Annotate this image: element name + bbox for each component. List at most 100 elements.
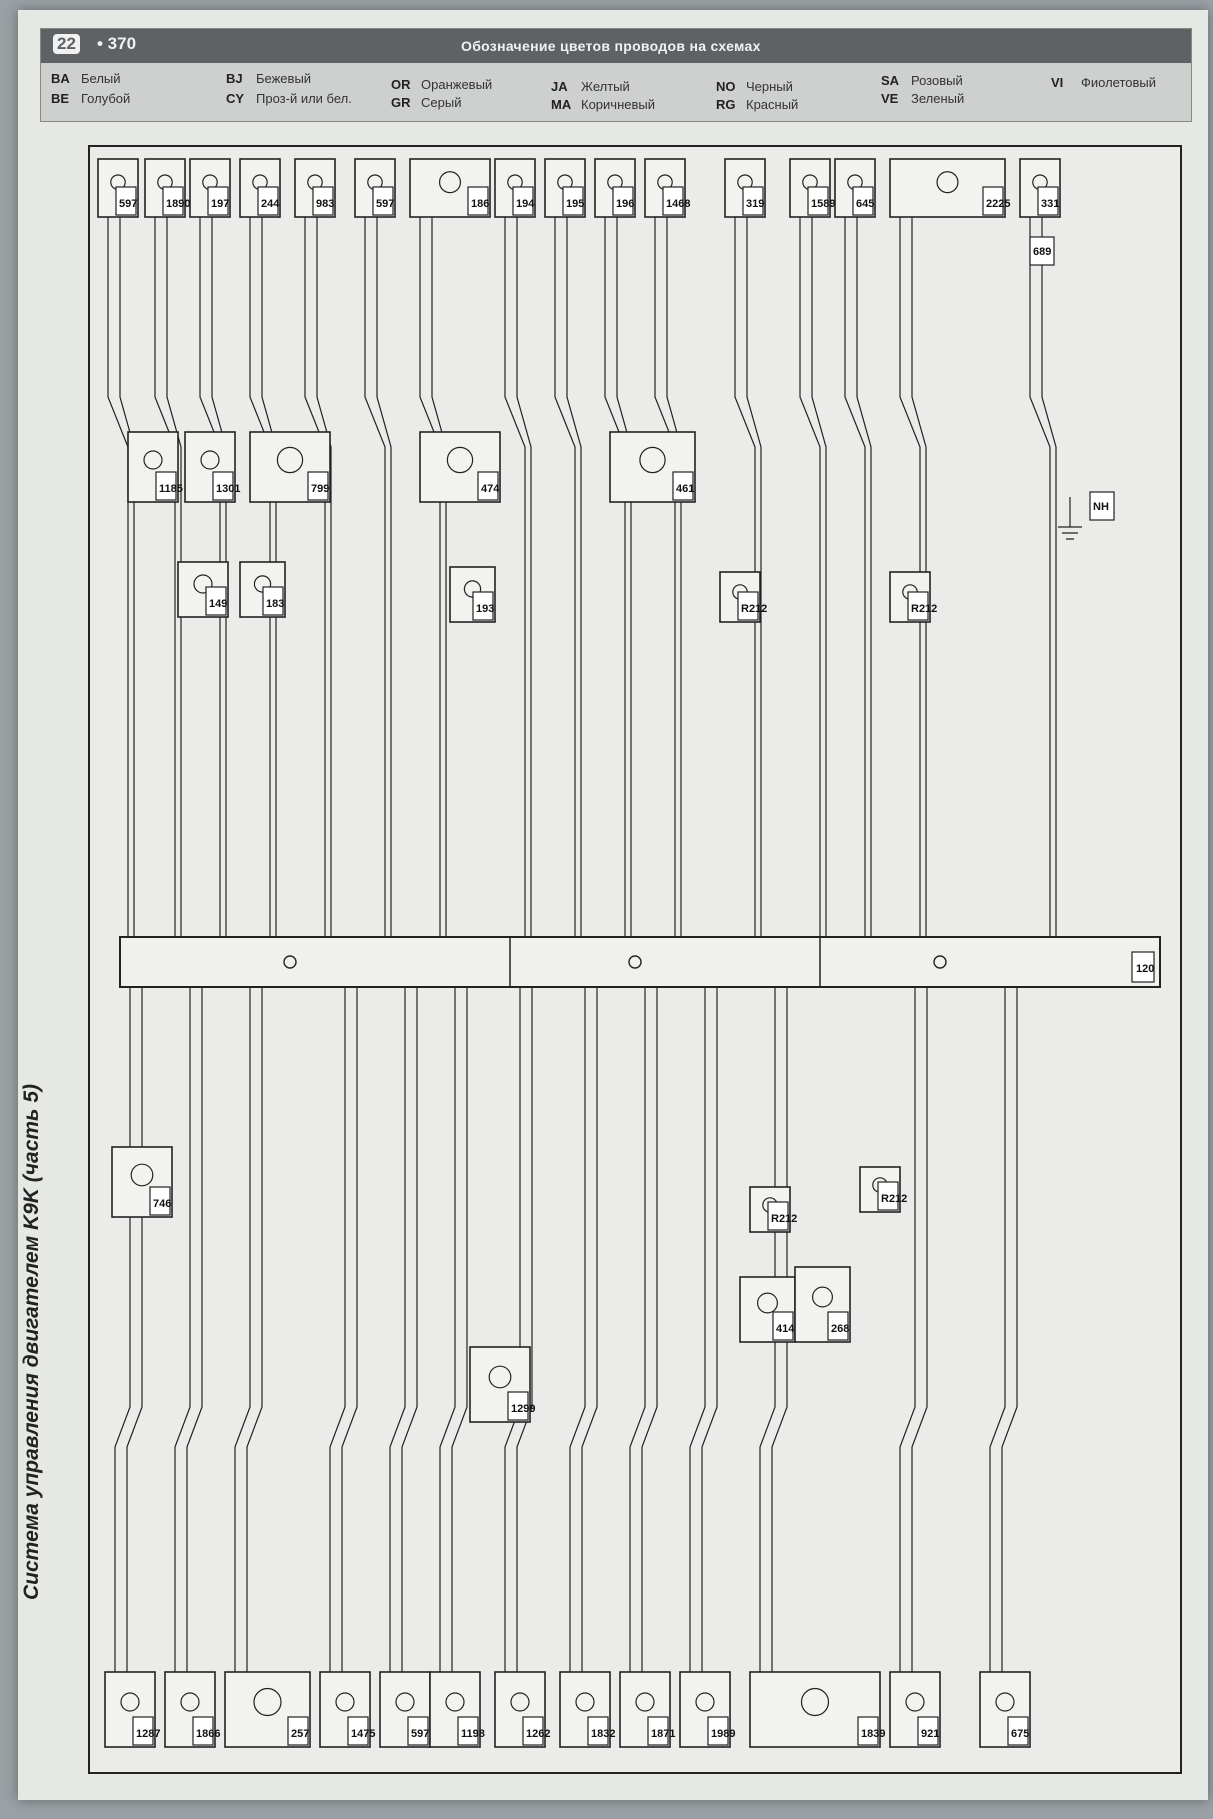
top-component: 244 bbox=[239, 158, 281, 218]
component-label: 983 bbox=[316, 198, 334, 210]
bottom-component: 1871 bbox=[619, 1671, 675, 1748]
wire bbox=[616, 217, 632, 937]
component-label: 186 bbox=[471, 198, 489, 210]
misc-label: 689 bbox=[1029, 236, 1055, 266]
component-label: 1287 bbox=[136, 1728, 160, 1740]
wire bbox=[341, 987, 358, 1672]
mid-component: 183 bbox=[239, 561, 286, 618]
bottom-component: 1989 bbox=[679, 1671, 735, 1748]
wire bbox=[211, 217, 227, 937]
component-label: 675 bbox=[1011, 1728, 1029, 1740]
component-label: 746 bbox=[153, 1198, 171, 1210]
relay-component: 1301 bbox=[184, 431, 240, 503]
component-label: 1198 bbox=[461, 1728, 485, 1740]
wire bbox=[689, 987, 706, 1672]
top-component: 319 bbox=[724, 158, 766, 218]
mid-component: R212 bbox=[889, 571, 937, 623]
top-component: 1468 bbox=[644, 158, 690, 218]
page-side-title: Система управления двигателем K9K (часть… bbox=[20, 1083, 43, 1600]
bottom-component: 1832 bbox=[559, 1671, 615, 1748]
wire bbox=[451, 987, 468, 1672]
bottom-component: 257 bbox=[224, 1671, 311, 1748]
wire bbox=[899, 987, 916, 1672]
top-component: 2225 bbox=[889, 158, 1010, 218]
bottom-component: 597 bbox=[379, 1671, 431, 1748]
component-label: 597 bbox=[411, 1728, 429, 1740]
top-component: 597 bbox=[97, 158, 139, 218]
ecu-symbol-icon bbox=[628, 955, 642, 969]
component-label: 149 bbox=[209, 598, 227, 610]
component-label: 193 bbox=[476, 603, 494, 615]
component-label: 194 bbox=[516, 198, 535, 210]
wire bbox=[641, 987, 658, 1672]
component-label: 799 bbox=[311, 483, 329, 495]
top-component: 196 bbox=[594, 158, 636, 218]
component-label: 1839 bbox=[861, 1728, 885, 1740]
wire bbox=[261, 217, 277, 937]
wire bbox=[246, 987, 263, 1672]
wire bbox=[811, 217, 827, 937]
wire bbox=[911, 987, 928, 1672]
wire bbox=[186, 987, 203, 1672]
component-label: R212 bbox=[771, 1213, 797, 1225]
ecu-unit: 120 bbox=[119, 936, 1161, 988]
wire bbox=[376, 217, 392, 937]
component-label: 1468 bbox=[666, 198, 690, 210]
component-label: 195 bbox=[566, 198, 584, 210]
wire bbox=[799, 217, 821, 937]
top-component: 331 bbox=[1019, 158, 1061, 218]
ecu-symbol-icon bbox=[283, 955, 297, 969]
wire bbox=[1041, 217, 1057, 937]
component-label: 257 bbox=[291, 1728, 309, 1740]
lower-component: R212 bbox=[859, 1166, 907, 1213]
misc-label: NH bbox=[1089, 491, 1115, 521]
wire bbox=[431, 217, 447, 937]
top-component: 983 bbox=[294, 158, 336, 218]
top-component: 186 bbox=[409, 158, 491, 218]
bottom-component: 1287 bbox=[104, 1671, 160, 1748]
top-component: 645 bbox=[834, 158, 876, 218]
page-number: • 370 bbox=[97, 34, 137, 53]
lower-component: 746 bbox=[111, 1146, 173, 1218]
mid-component: 461 bbox=[609, 431, 696, 503]
wire bbox=[911, 217, 927, 937]
top-component: 1890 bbox=[144, 158, 190, 218]
component-label: 268 bbox=[831, 1323, 849, 1335]
chapter-badge: 22 bbox=[53, 34, 80, 54]
wire bbox=[666, 217, 682, 937]
component-label: 597 bbox=[119, 198, 137, 210]
wire bbox=[234, 987, 251, 1672]
bottom-component: 1475 bbox=[319, 1671, 375, 1748]
wire bbox=[364, 217, 386, 937]
top-component: 597 bbox=[354, 158, 396, 218]
component-label: 1299 bbox=[511, 1403, 535, 1415]
component-label: 474 bbox=[481, 483, 500, 495]
component-label: 244 bbox=[261, 198, 280, 210]
wire-bundle bbox=[107, 217, 1082, 1672]
lower-component: R212 bbox=[749, 1186, 797, 1233]
wire bbox=[629, 987, 646, 1672]
component-label: 645 bbox=[856, 198, 874, 210]
wire bbox=[504, 217, 526, 937]
component-label: R212 bbox=[911, 603, 937, 615]
wire bbox=[516, 217, 532, 937]
bottom-component: 1866 bbox=[164, 1671, 220, 1748]
component-label: 1866 bbox=[196, 1728, 220, 1740]
component-label: 1890 bbox=[166, 198, 190, 210]
top-component: 195 bbox=[544, 158, 586, 218]
lower-component: 414 bbox=[739, 1276, 796, 1343]
component-label: 196 bbox=[616, 198, 634, 210]
wire bbox=[516, 987, 533, 1672]
component-label: 2225 bbox=[986, 198, 1010, 210]
wire bbox=[199, 217, 221, 937]
